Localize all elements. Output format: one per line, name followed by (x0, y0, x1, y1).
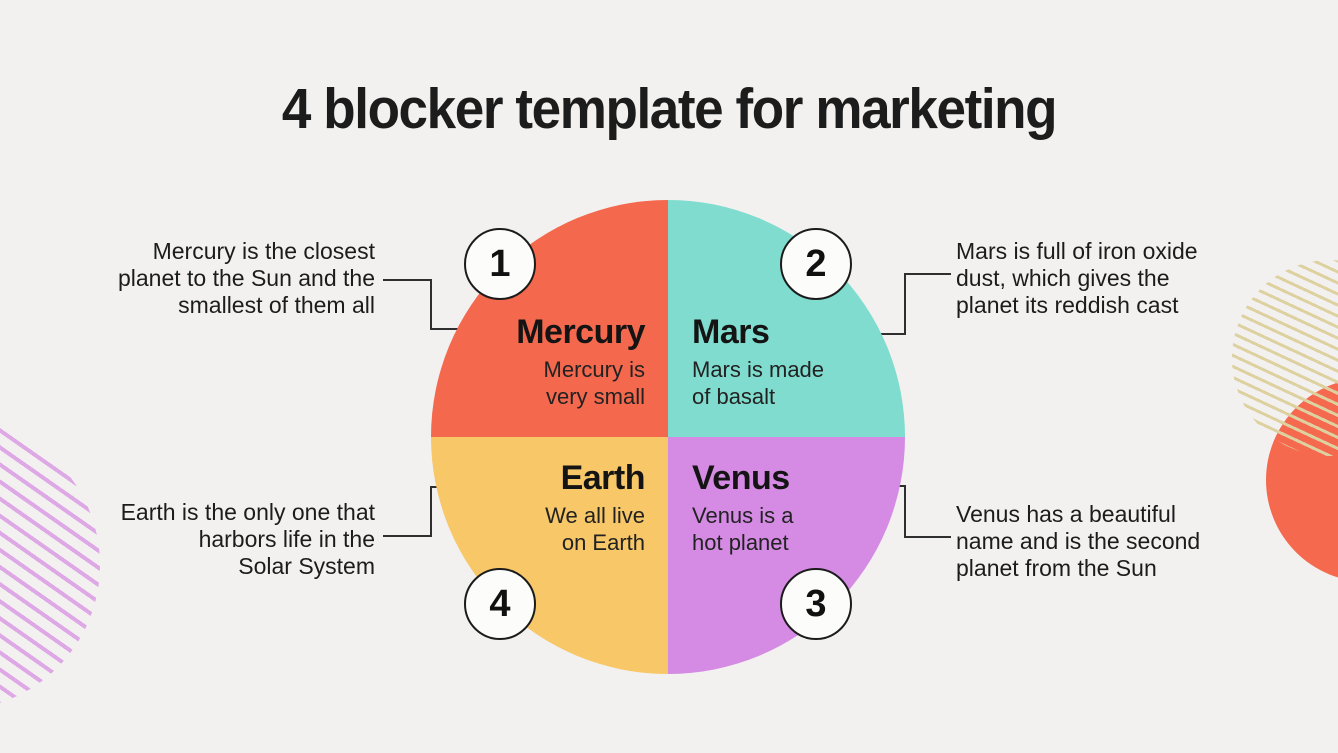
mars-title: Mars (692, 313, 770, 351)
mercury-title: Mercury (516, 313, 645, 351)
quadrant-venus (668, 437, 905, 674)
striped-blob-decoration-left (0, 420, 100, 710)
earth-title: Earth (560, 459, 646, 497)
venus-summary: Venus is a hot planet (692, 503, 794, 555)
number-badge-3: 3 (780, 568, 852, 640)
four-blocker-circle: Mercury Mercury is very small Mars Mars … (431, 200, 905, 674)
number-badge-2: 2 (780, 228, 852, 300)
mercury-summary: Mercury is very small (543, 357, 645, 409)
earth-summary: We all live on Earth (545, 503, 645, 555)
number-badge-1: 1 (464, 228, 536, 300)
mercury-note: Mercury is the closest planet to the Sun… (117, 238, 375, 318)
quadrant-mercury (431, 200, 668, 437)
quadrant-mars (668, 200, 905, 437)
quadrant-earth (431, 437, 668, 674)
earth-note: Earth is the only one that harbors life … (120, 499, 375, 579)
venus-title: Venus (692, 459, 790, 497)
striped-circle-decoration-right (1232, 260, 1338, 456)
number-badge-4: 4 (464, 568, 536, 640)
mars-summary: Mars is made of basalt (692, 357, 825, 409)
mars-note: Mars is full of iron oxide dust, which g… (956, 238, 1198, 318)
slide-title: 4 blocker template for marketing (281, 77, 1058, 141)
venus-note: Venus has a beautiful name and is the se… (956, 501, 1201, 581)
